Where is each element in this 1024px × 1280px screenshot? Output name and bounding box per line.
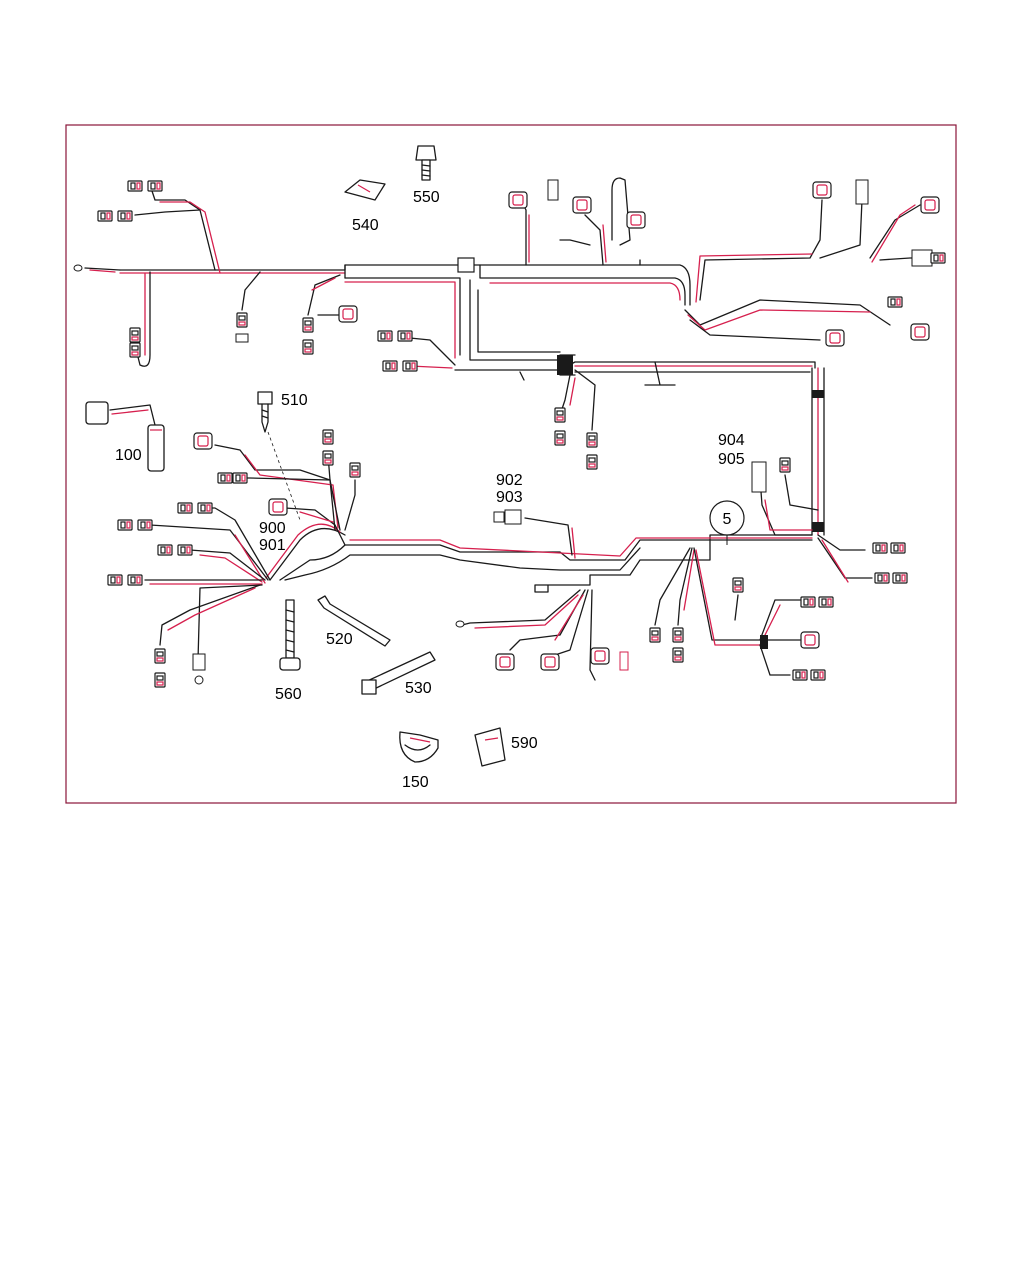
- label-100: 100: [115, 447, 142, 464]
- callout-5: 5: [709, 500, 745, 545]
- branch-top-left: [73, 180, 358, 367]
- part-590-retaining-clip-icon: [474, 727, 506, 767]
- label-905: 905: [718, 451, 745, 468]
- part-540-clip-holder-icon: [344, 179, 386, 201]
- label-560: 560: [275, 686, 302, 703]
- part-560-stud-bolt-icon: [279, 599, 301, 671]
- part-150-cable-clamp-icon: [399, 731, 439, 763]
- label-150: 150: [402, 774, 429, 791]
- label-900: 900: [259, 520, 286, 537]
- branch-top-center: [508, 177, 646, 266]
- label-520: 520: [326, 631, 353, 648]
- diagram-frame: [65, 124, 957, 804]
- part-520-cable-tie-icon: [317, 595, 391, 647]
- part-530-cable-strap-icon: [361, 651, 436, 695]
- branch-bottom-center: [455, 509, 834, 681]
- label-902: 902: [496, 472, 523, 489]
- part-100-sensor-connector-icon: [85, 401, 165, 472]
- label-901: 901: [259, 537, 286, 554]
- part-550-bolt-icon: [415, 145, 437, 181]
- branch-right-lower: [751, 457, 908, 584]
- part-510-screw-icon: [257, 391, 301, 521]
- label-904: 904: [718, 432, 745, 449]
- label-530: 530: [405, 680, 432, 697]
- label-550: 550: [413, 189, 440, 206]
- branch-mid-left-connectors: [377, 330, 676, 470]
- callout-5-label: 5: [723, 511, 732, 528]
- main-harness-trunk: [119, 257, 825, 593]
- label-590: 590: [511, 735, 538, 752]
- label-510: 510: [281, 392, 308, 409]
- branch-top-right: [684, 179, 946, 347]
- branch-left-middle: [107, 429, 361, 688]
- label-540: 540: [352, 217, 379, 234]
- label-903: 903: [496, 489, 523, 506]
